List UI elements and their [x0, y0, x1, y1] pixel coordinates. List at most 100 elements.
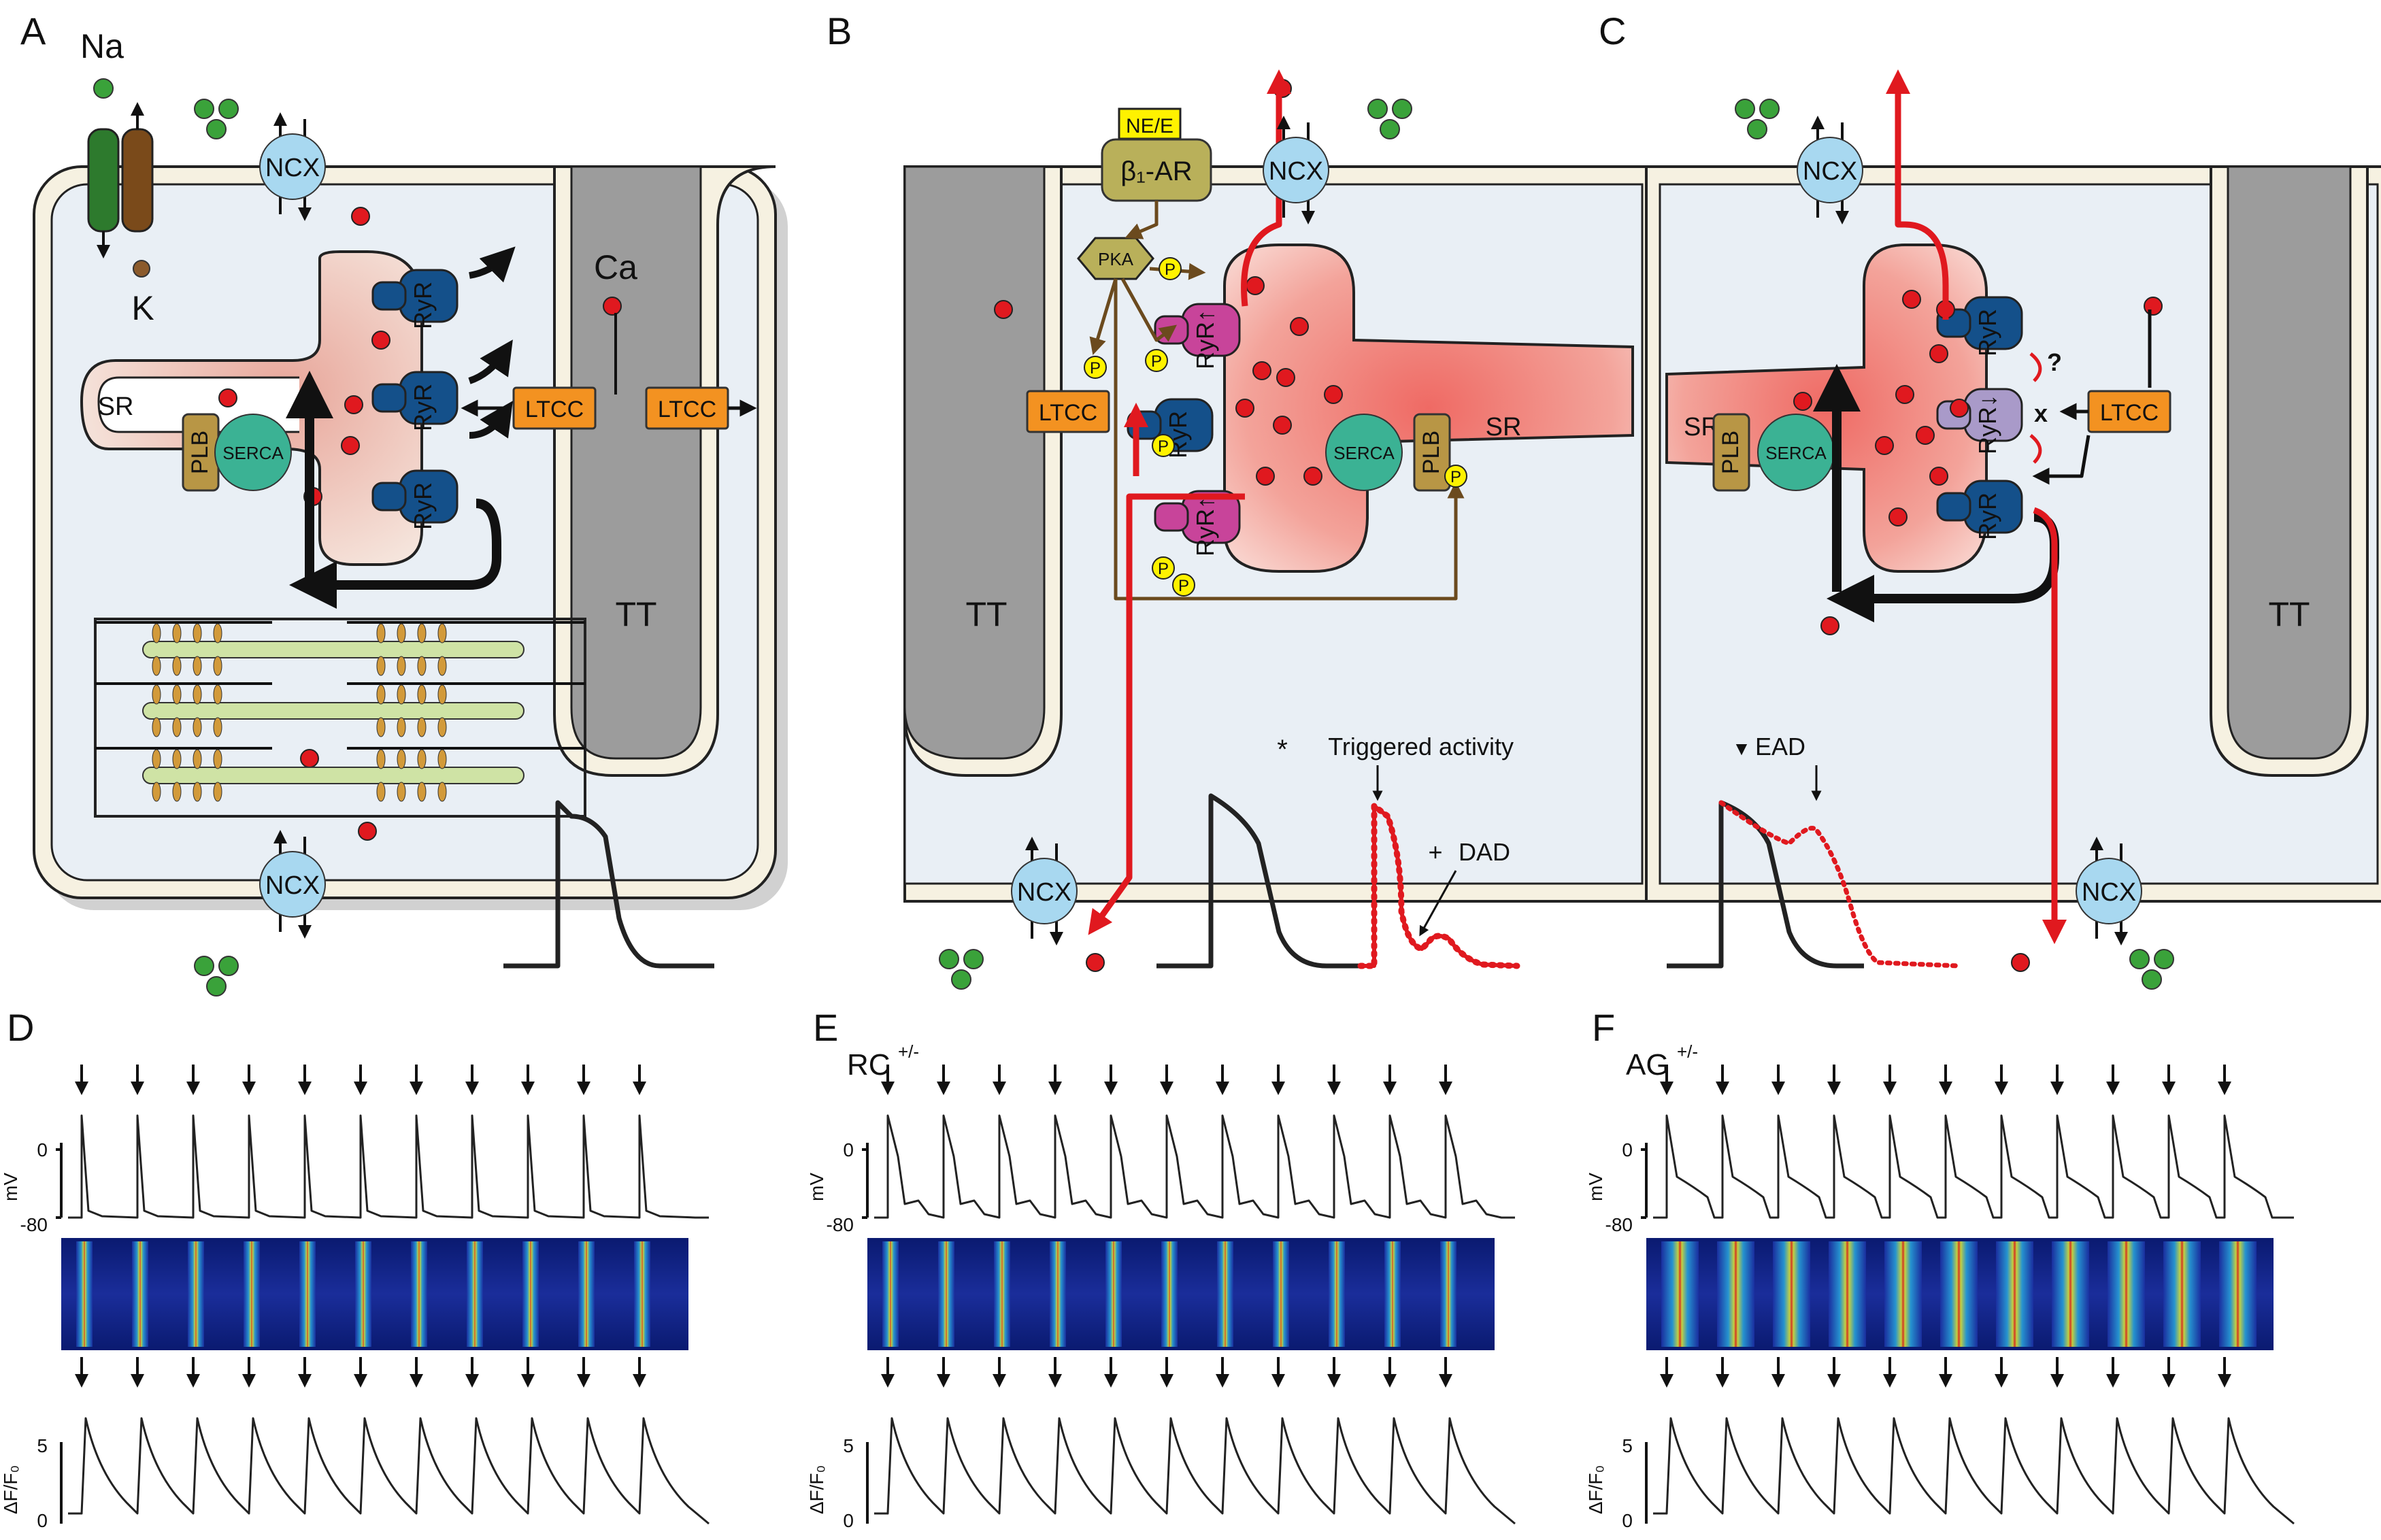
calcium-ion-c12: [2011, 953, 2030, 972]
calcium-ion-b1: [1290, 317, 1309, 336]
ratio-unit: ΔF/F₀: [1585, 1465, 1606, 1514]
ca-label: Ca: [594, 248, 637, 286]
linescan-band-5: [355, 1241, 371, 1347]
mv-zero: 0: [1622, 1139, 1633, 1160]
mv-neg80: -80: [1605, 1214, 1633, 1235]
thick-filament-1: [142, 702, 525, 720]
ltcc-channel: [512, 386, 597, 430]
ncx-exchanger: NCX: [259, 112, 326, 221]
linescan-band-7: [1273, 1241, 1289, 1347]
na-label: Na: [80, 27, 124, 65]
calcium-ion-b2: [1276, 368, 1295, 387]
na-cluster-c-bottom: [2142, 969, 2162, 990]
myosin-head: [417, 749, 427, 769]
na-cluster-b-top: [1367, 99, 1388, 119]
myosin-head: [397, 717, 406, 737]
triggered-dots-b: [1357, 800, 1520, 969]
calcium-ion-a1: [218, 388, 237, 407]
k-channel: [121, 128, 154, 233]
myosin-head: [437, 684, 447, 705]
pka-to-plb: [1114, 279, 1465, 601]
myosin-head: [376, 782, 386, 802]
linescan-band-5: [1161, 1241, 1178, 1347]
calcium-ion-b4: [1273, 416, 1292, 435]
linescan-band-4: [1884, 1241, 1922, 1347]
panel-letter-e: E: [813, 1006, 838, 1049]
linescan-band-4: [1105, 1241, 1122, 1347]
na-cluster-a-bottom: [206, 976, 227, 997]
ca-leak-arrow-down: [1088, 493, 1245, 935]
myosin-head: [193, 684, 202, 705]
ncx-label: NCX: [1803, 157, 1857, 186]
myosin-head: [193, 749, 202, 769]
na-cluster-a-bottom: [194, 956, 214, 976]
na-cluster-b-bottom: [939, 949, 959, 969]
ryr-a1-label: RyR: [409, 282, 437, 329]
tt-label-b: TT: [965, 595, 1007, 633]
pka-kinase: [1077, 237, 1154, 280]
voltage-trace: [68, 1114, 709, 1219]
t-tubule-lumen-b: [903, 165, 1046, 760]
ap-trace-b: [1156, 793, 1361, 969]
na-cluster-b-bottom: [963, 949, 984, 969]
t-tubule-lumen-c: [2227, 165, 2352, 760]
ead-label: EAD: [1755, 733, 1805, 760]
myosin-head: [152, 684, 161, 705]
ne-label: NE/E: [1126, 115, 1173, 137]
ncx-exchanger: NCX: [1797, 116, 1863, 224]
phosphate-label-1: P: [1151, 352, 1162, 371]
linescan-band-6: [1996, 1241, 2033, 1347]
ncx-exchanger: NCX: [259, 830, 326, 939]
phosphate-0: [1084, 356, 1107, 379]
na-cluster-c-bottom: [2154, 949, 2174, 969]
mv-zero: 0: [843, 1139, 854, 1160]
linescan-band-9: [578, 1241, 595, 1347]
na-cluster-a-top: [194, 99, 214, 119]
fluorescence-trace: [68, 1417, 710, 1525]
tt-label-c: TT: [2268, 595, 2310, 633]
linescan-band-10: [2219, 1241, 2257, 1347]
myosin-head: [213, 684, 222, 705]
pka-to-ltcc: [1089, 278, 1118, 355]
plb-protein: [1712, 413, 1750, 492]
ryr-b3-foot: [1154, 502, 1189, 532]
pka-label: PKA: [1098, 249, 1134, 269]
calcium-ion-b0: [1246, 276, 1265, 295]
calcium-ion-c9: [1888, 507, 1908, 526]
ryr-release-arrow: [289, 499, 501, 609]
mv-neg80: -80: [20, 1214, 48, 1235]
plb-label: PLB: [1718, 431, 1744, 474]
dad-pointer: [1419, 870, 1457, 937]
panel-letter-c: C: [1599, 10, 1626, 52]
calcium-ion-a8: [603, 297, 622, 316]
linescan-band-1: [132, 1241, 148, 1347]
myosin-head: [172, 656, 182, 676]
star-mark-b: *: [1277, 735, 1288, 765]
myosin-head: [172, 749, 182, 769]
linescan-band-4: [299, 1241, 316, 1347]
serca-pump: [214, 414, 292, 491]
ltcc-channel: [1026, 390, 1110, 433]
ryr-b2-foot: [1127, 410, 1162, 440]
myosin-head: [397, 749, 406, 769]
voltage-trace: [874, 1114, 1515, 1219]
ltcc-label: LTCC: [2100, 400, 2159, 426]
calcium-ion-c5: [1950, 399, 1969, 418]
myosin-head: [172, 782, 182, 802]
myosin-head: [376, 684, 386, 705]
linescan-band-8: [522, 1241, 539, 1347]
calcium-ion-b5: [1252, 361, 1271, 380]
myosin-head: [152, 656, 161, 676]
ratio-zero: 0: [1622, 1510, 1633, 1531]
k-ion: [133, 260, 150, 278]
calcium-ion-c8: [1929, 467, 1948, 486]
ncx-circle: [259, 133, 326, 200]
ryr-a2-foot: [371, 383, 407, 413]
myosin-head: [397, 684, 406, 705]
myosin-head: [437, 749, 447, 769]
phosphate-label-0: P: [1090, 359, 1101, 378]
